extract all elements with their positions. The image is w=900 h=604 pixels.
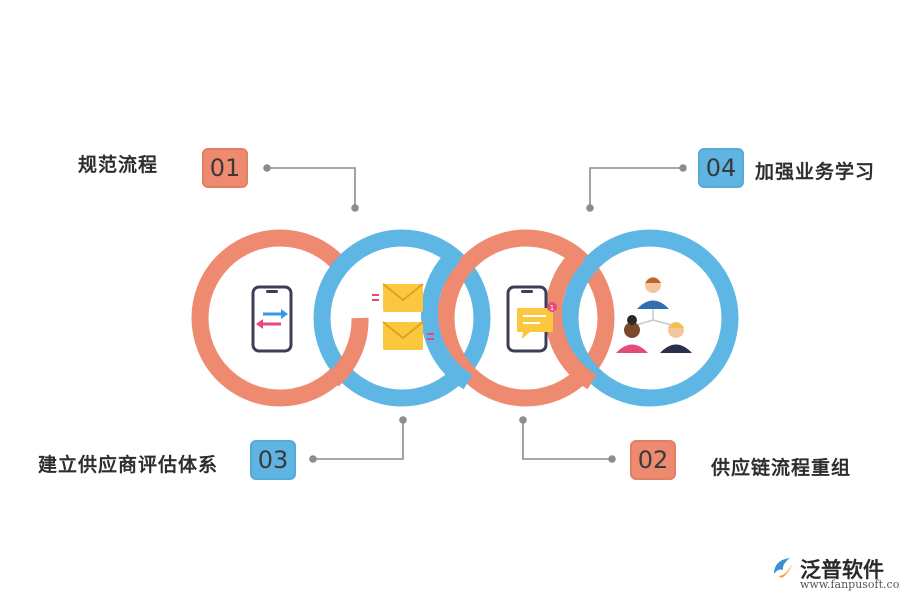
notification-count: 1 [550, 304, 554, 312]
ring-3-overlap [545, 249, 597, 390]
step-03-label: 建立供应商评估体系 [38, 454, 219, 476]
connectors [263, 164, 687, 463]
connector-03-dot-start [309, 455, 317, 463]
step-02-badge: 02 [630, 440, 676, 480]
connector-03 [313, 420, 404, 460]
brand-watermark: 泛普软件 www.fanpusoft.com [770, 552, 900, 596]
brand-name: 泛普软件 [800, 558, 884, 582]
brand-url: www.fanpusoft.com [800, 578, 900, 591]
step-04-badge: 04 [698, 148, 744, 188]
connector-01-dot-start [263, 164, 271, 172]
ring-4 [561, 229, 739, 407]
step-04-label: 加强业务学习 [755, 161, 876, 183]
people-network-icon [616, 277, 692, 353]
connector-01-dot-end [351, 204, 359, 212]
connector-01 [267, 167, 356, 208]
brand-logo-icon [774, 558, 792, 578]
envelopes-icon [372, 283, 434, 350]
connector-03-dot-end [399, 416, 407, 424]
notification-badge [547, 302, 557, 312]
ring-3 [437, 229, 615, 407]
phone-transfer-icon [251, 285, 293, 353]
step-01-badge: 01 [202, 148, 248, 188]
connector-04-dot-start [679, 164, 687, 172]
step-03-badge: 03 [250, 440, 296, 480]
step-01-label: 规范流程 [78, 154, 159, 176]
phone-chat-icon: 1 [506, 285, 557, 353]
connector-02 [522, 420, 612, 460]
step-02-label: 供应链流程重组 [711, 457, 852, 479]
ring-1-overlap [327, 317, 369, 387]
ring-2-overlap [421, 249, 473, 390]
connector-04 [589, 167, 683, 208]
connector-02-dot-end [519, 416, 527, 424]
connector-02-dot-start [608, 455, 616, 463]
connector-04-dot-end [586, 204, 594, 212]
